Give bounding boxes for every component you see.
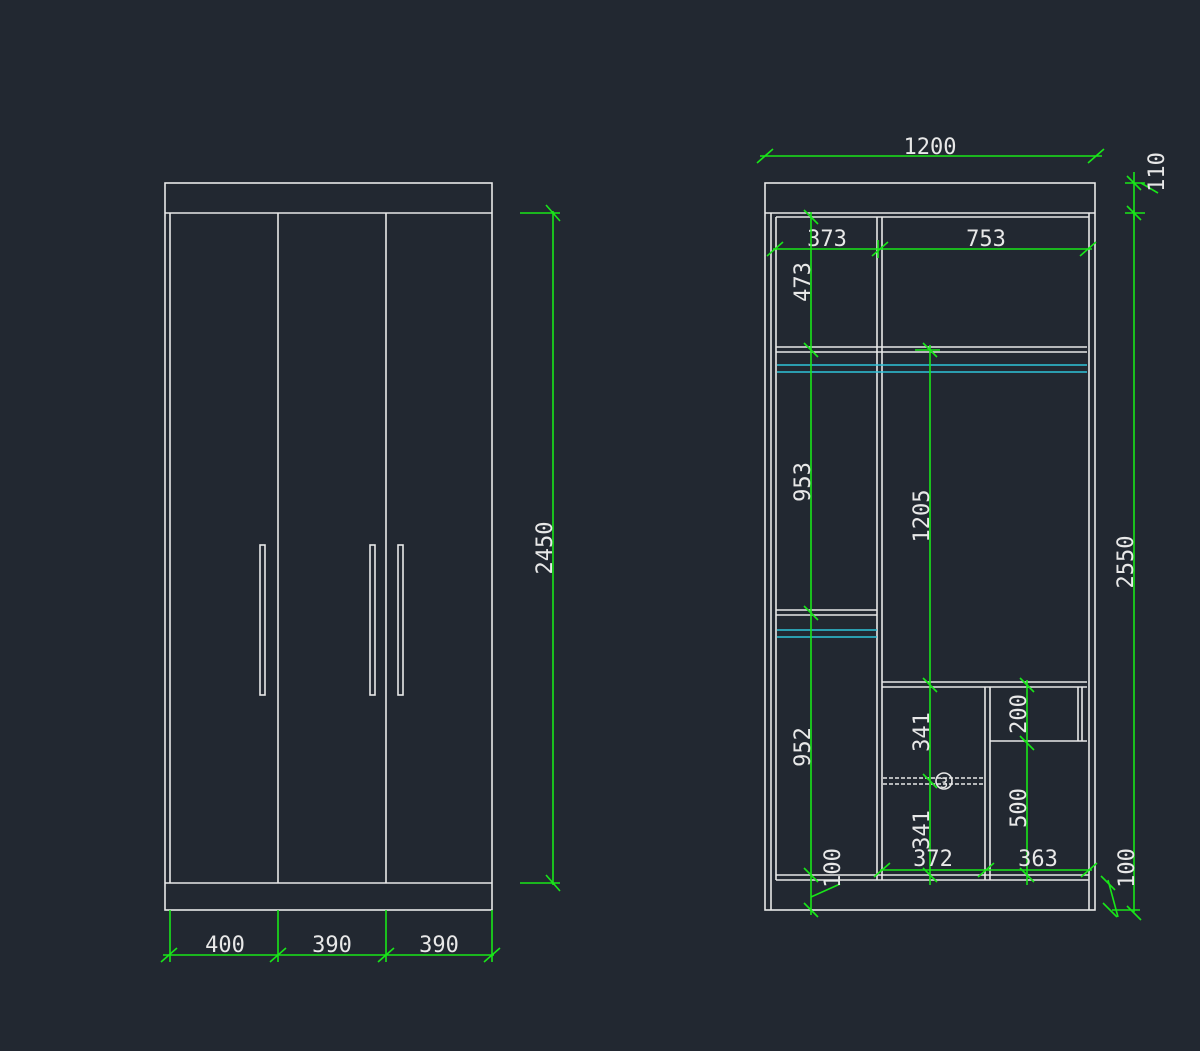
- dim-390-b: 390: [419, 933, 459, 958]
- rail-marker-circle: [935, 772, 953, 790]
- dim-753: 753: [966, 227, 1006, 252]
- front-height-dimension: 2450: [520, 204, 561, 892]
- dim-1200: 1200: [904, 135, 957, 160]
- dim-473: 473: [791, 262, 816, 302]
- section-view: 3 1200 110 2550: [756, 135, 1170, 921]
- dim-341-a: 341: [910, 712, 935, 752]
- front-width-dimensions: 400 390 390: [160, 910, 501, 963]
- dim-953: 953: [791, 462, 816, 502]
- rail-marker-number: 3: [940, 776, 948, 792]
- dim-200: 200: [1007, 694, 1032, 734]
- dim-middle-vertical-chain: 1205 341 341: [910, 342, 940, 885]
- dim-952: 952: [791, 727, 816, 767]
- door-handle-2: [369, 544, 376, 696]
- dim-2550-group: 2550: [1114, 210, 1142, 921]
- dim-372: 372: [913, 847, 953, 872]
- dim-373: 373: [807, 227, 847, 252]
- dim-100-right-group: 100: [1100, 848, 1140, 918]
- dim-110-group: 110: [1125, 152, 1170, 221]
- dim-363: 363: [1018, 847, 1058, 872]
- dim-390-a: 390: [312, 933, 352, 958]
- dim-2550: 2550: [1114, 536, 1139, 589]
- dim-100-left: 100: [821, 848, 846, 888]
- dim-right-vertical-chain: 200 500: [1007, 677, 1035, 885]
- door-handle-1: [259, 544, 266, 696]
- dim-2450: 2450: [533, 522, 558, 575]
- dim-500: 500: [1007, 788, 1032, 828]
- section-outer-frame: [764, 182, 1096, 911]
- dim-left-vertical-chain: 473 953 952 100: [791, 209, 846, 918]
- dim-373-753-group: 373 753: [766, 227, 1097, 258]
- front-view: 400 390 390 2450: [160, 182, 561, 963]
- dim-1205: 1205: [910, 490, 935, 543]
- dim-1200-group: 1200: [756, 135, 1105, 164]
- door-handle-3: [397, 544, 404, 696]
- dim-110: 110: [1145, 152, 1170, 192]
- dim-372-363-group: 372 363: [873, 847, 1098, 878]
- dim-400: 400: [205, 933, 245, 958]
- dim-100-right: 100: [1115, 848, 1140, 888]
- front-outer-frame: [164, 182, 493, 911]
- dim-341-b: 341: [910, 810, 935, 850]
